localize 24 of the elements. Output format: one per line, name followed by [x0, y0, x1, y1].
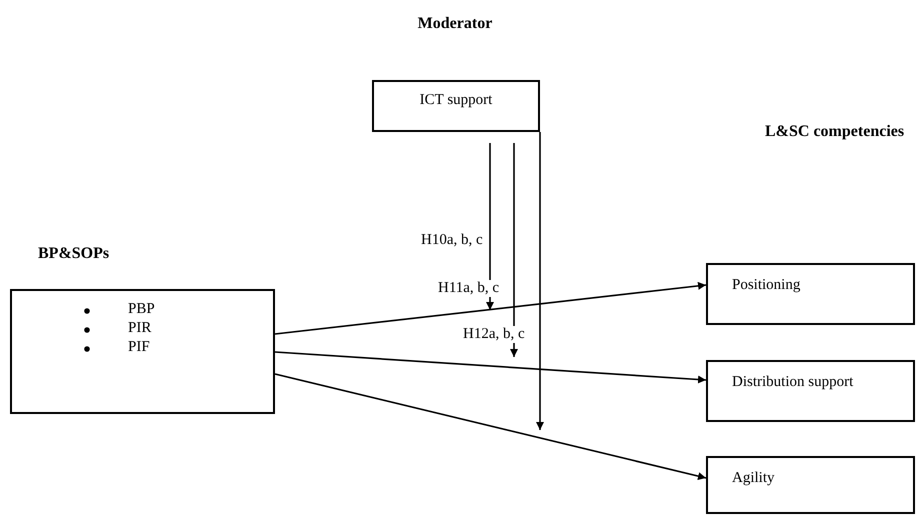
box-text: Distribution support — [732, 374, 854, 391]
section-heading: BP&SOPs — [38, 245, 110, 263]
edge-label: H11a, b, c — [437, 280, 500, 297]
arrow — [510, 143, 518, 357]
box-text: Positioning — [732, 277, 800, 294]
arrow — [486, 143, 494, 310]
process-box — [706, 456, 915, 514]
section-heading: Moderator — [418, 15, 492, 33]
section-heading: L&SC competencies — [765, 123, 904, 141]
arrow — [274, 373, 706, 480]
list-item: PBP — [128, 301, 155, 318]
edge-label: H12a, b, c — [462, 326, 526, 343]
box-text: ICT support — [418, 92, 494, 109]
arrow — [274, 282, 706, 335]
process-box — [706, 360, 915, 422]
list-item: PIF — [128, 339, 150, 356]
list-item: PIR — [128, 320, 152, 337]
arrow — [274, 351, 706, 384]
box-text: Agility — [732, 470, 775, 487]
process-box — [10, 289, 275, 414]
process-box — [372, 80, 540, 132]
process-box — [706, 263, 915, 325]
arrow — [536, 132, 544, 430]
edge-label: H10a, b, c — [420, 232, 484, 249]
